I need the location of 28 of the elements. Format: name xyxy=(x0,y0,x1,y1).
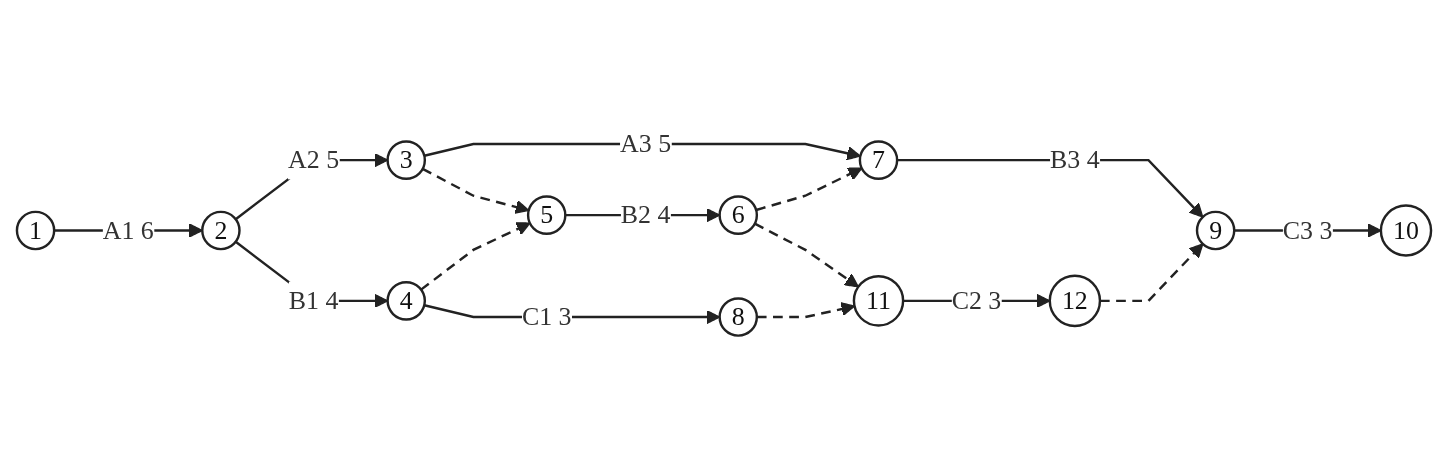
edge-label: C3 3 xyxy=(1282,215,1332,243)
arrow xyxy=(419,221,531,291)
edge-label: C2 3 xyxy=(951,285,1001,314)
arrow xyxy=(1099,242,1203,302)
node-circle: 6 xyxy=(717,194,758,235)
arrow xyxy=(755,166,862,211)
node-circle: 2 xyxy=(200,210,241,250)
arrow xyxy=(753,222,859,287)
node-circle: 7 xyxy=(858,139,898,180)
node-circle: 10 xyxy=(1379,203,1432,257)
edge-label: B2 4 xyxy=(620,200,670,228)
edge-label: C1 3 xyxy=(521,301,572,330)
node-circle: 12 xyxy=(1048,274,1101,327)
node-circle: 11 xyxy=(852,274,904,327)
node-circle: 3 xyxy=(385,139,426,180)
arrow xyxy=(421,167,529,214)
node-circle: 9 xyxy=(1195,210,1235,250)
node-circle: 5 xyxy=(526,194,567,235)
edge-label: B1 4 xyxy=(288,285,338,314)
arrow xyxy=(423,142,861,160)
edge-label: B3 4 xyxy=(1049,145,1100,173)
arrow xyxy=(756,301,855,318)
edge-label: A3 5 xyxy=(619,128,671,157)
node-circle: 8 xyxy=(717,296,758,337)
edge-label: A1 6 xyxy=(102,215,154,243)
node-circle: 4 xyxy=(385,280,426,321)
node-circle: 1 xyxy=(15,210,55,250)
edge-label: A2 5 xyxy=(287,145,339,173)
